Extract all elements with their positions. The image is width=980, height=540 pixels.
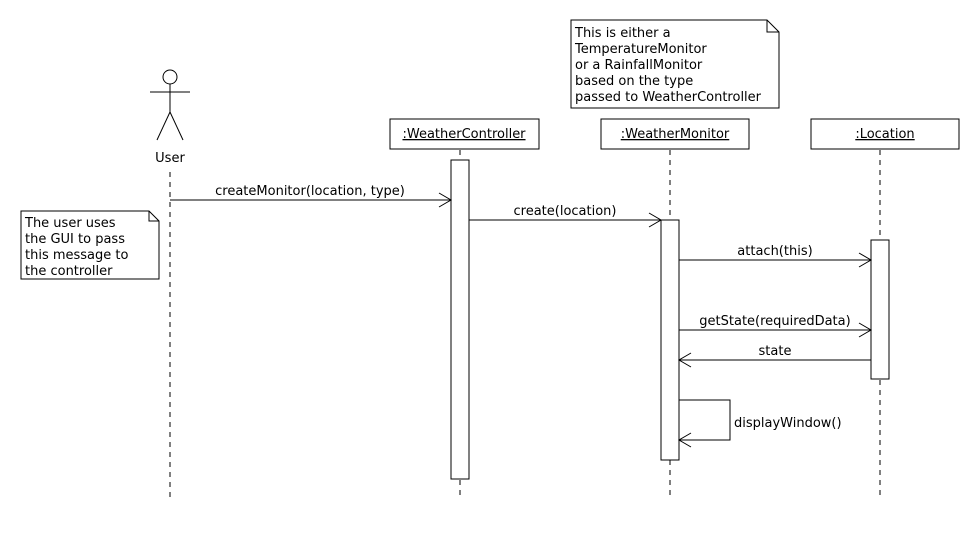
- controller-box: [389, 118, 540, 150]
- open-arrowhead: [438, 192, 452, 208]
- message-label: state: [759, 344, 792, 359]
- monitor-label: :WeatherMonitor: [621, 127, 730, 142]
- self-message-line: [679, 399, 731, 441]
- note-line: or a RainfallMonitor: [575, 58, 703, 73]
- message-attach: [679, 252, 872, 268]
- message-label: createMonitor(location, type): [215, 184, 405, 199]
- message-create: [469, 212, 662, 228]
- message-create-monitor: [170, 192, 452, 208]
- user-note: The user uses the GUI to pass this messa…: [20, 210, 160, 280]
- note-fold: [766, 20, 779, 33]
- message-get-state: [679, 322, 872, 338]
- actor-left-leg: [156, 111, 171, 141]
- type-note: This is either a TemperatureMonitor or a…: [570, 19, 780, 109]
- monitor-activation: [660, 219, 680, 461]
- note-line: TemperatureMonitor: [574, 42, 707, 57]
- note-line: the controller: [25, 264, 113, 279]
- actor-head: [162, 69, 178, 85]
- message-label: create(location): [514, 204, 617, 219]
- controller-participant: :WeatherController: [389, 118, 540, 150]
- note-line: this message to: [25, 248, 129, 263]
- message-state: [678, 352, 871, 368]
- open-arrowhead: [858, 252, 872, 268]
- monitor-box: [600, 118, 750, 150]
- monitor-participant: :WeatherMonitor: [600, 118, 750, 150]
- location-activation: [870, 239, 890, 380]
- message-label: displayWindow(): [734, 416, 842, 431]
- actor-label: User: [155, 151, 185, 166]
- note-line: The user uses: [24, 216, 116, 231]
- controller-label: :WeatherController: [402, 127, 526, 142]
- actor-right-leg: [169, 111, 184, 141]
- message-label: attach(this): [737, 244, 812, 259]
- note-shape: [570, 19, 780, 109]
- note-line: the GUI to pass: [25, 232, 125, 247]
- location-label: :Location: [855, 127, 914, 142]
- note-line: based on the type: [575, 74, 693, 89]
- note-shape: [20, 210, 160, 280]
- note-line: This is either a: [574, 26, 671, 41]
- open-arrowhead: [678, 432, 692, 448]
- open-arrowhead: [648, 212, 662, 228]
- open-arrowhead: [678, 352, 692, 368]
- note-fold: [148, 211, 159, 222]
- message-label: getState(requiredData): [699, 314, 850, 329]
- location-participant: :Location: [810, 118, 960, 150]
- message-display-window: [678, 399, 731, 448]
- user-actor: [150, 69, 190, 141]
- location-box: [810, 118, 960, 150]
- controller-activation: [450, 159, 470, 480]
- open-arrowhead: [858, 322, 872, 338]
- note-line: passed to WeatherController: [575, 90, 762, 105]
